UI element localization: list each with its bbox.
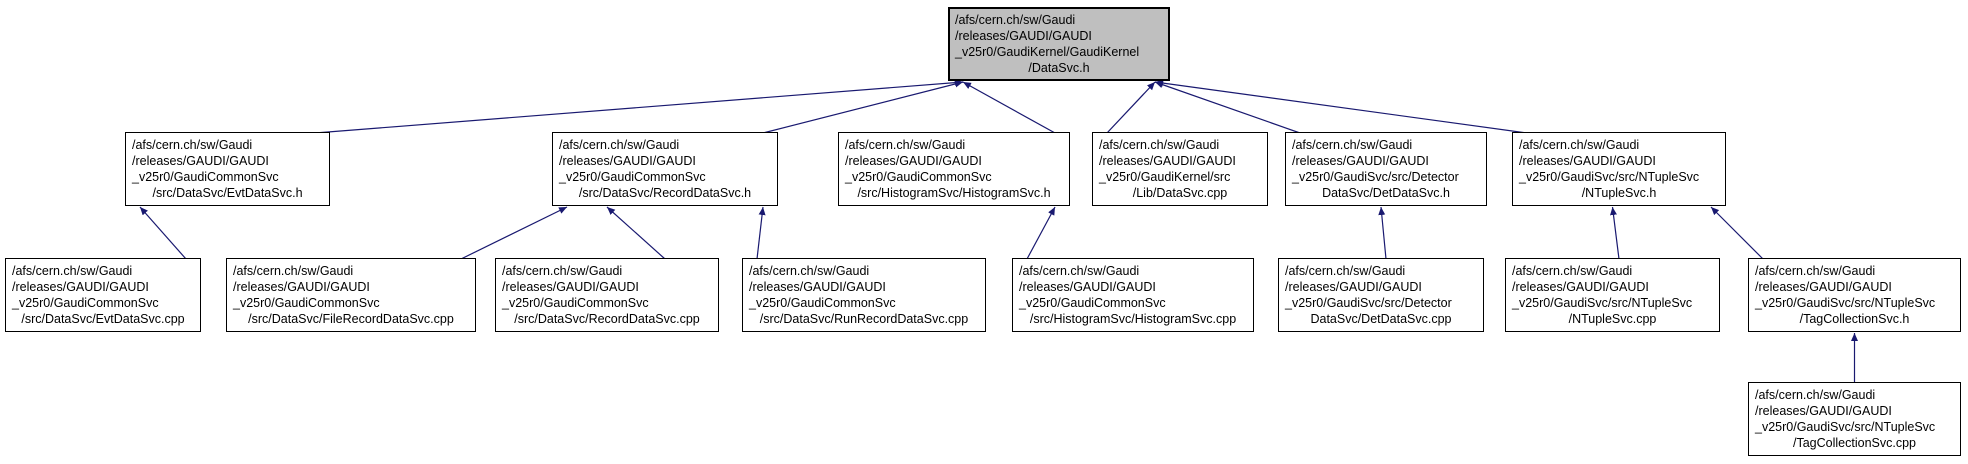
node-label-line: _v25r0/GaudiCommonSvc [502,296,649,310]
node-label-line: DataSvc/DetDataSvc.cpp [1310,312,1452,326]
dependency-edges [139,79,1858,383]
node-label-line: /NTupleSvc.cpp [1568,312,1657,326]
node-label-line: /NTupleSvc.h [1581,186,1657,200]
node-label-line: /Lib/DataSvc.cpp [1132,186,1228,200]
edge-detdatasvc-cpp-to-detdatasvc-h [1378,206,1387,260]
edge-tagcollectionsvc-h-to-ntuplesvc-h [1710,206,1764,260]
graph-node-detdatasvc-h[interactable]: /afs/cern.ch/sw/Gaudi/releases/GAUDI/GAU… [1285,132,1487,206]
node-label-line: /afs/cern.ch/sw/Gaudi [1292,138,1413,152]
graph-node-runrecorddatasvc-cpp[interactable]: /afs/cern.ch/sw/Gaudi/releases/GAUDI/GAU… [742,258,986,332]
edge-recorddatasvc-h-to-kernel-datasvc-h [762,80,964,134]
node-label-line: _v25r0/GaudiCommonSvc [1019,296,1166,310]
node-label-line: /releases/GAUDI/GAUDI [233,280,370,294]
node-label-line: _v25r0/GaudiCommonSvc [132,170,279,184]
graph-node-evtdatasvc-cpp[interactable]: /afs/cern.ch/sw/Gaudi/releases/GAUDI/GAU… [5,258,201,332]
node-label-line: /afs/cern.ch/sw/Gaudi [502,264,623,278]
node-label-line: _v25r0/GaudiSvc/src/NTupleSvc [1755,296,1936,310]
node-label-line: /afs/cern.ch/sw/Gaudi [12,264,133,278]
node-label-line: _v25r0/GaudiSvc/src/NTupleSvc [1512,296,1693,310]
edge-runrecorddatasvc-cpp-to-recorddatasvc-h [756,206,766,260]
node-label-line: _v25r0/GaudiSvc/src/NTupleSvc [1519,170,1700,184]
node-label-line: /TagCollectionSvc.cpp [1793,436,1916,450]
node-label-line: /releases/GAUDI/GAUDI [955,29,1092,43]
edge-evtdatasvc-cpp-to-evtdatasvc-h [139,206,187,260]
node-label-line: /releases/GAUDI/GAUDI [1285,280,1422,294]
edge-evtdatasvc-h-to-kernel-datasvc-h [314,79,964,134]
node-label-line: _v25r0/GaudiCommonSvc [559,170,706,184]
node-label-line: /src/HistogramSvc/HistogramSvc.h [857,186,1051,200]
node-label-line: DataSvc/DetDataSvc.h [1322,186,1450,200]
edge-lib-datasvc-cpp-to-kernel-datasvc-h [1106,81,1156,134]
graph-node-recorddatasvc-h[interactable]: /afs/cern.ch/sw/Gaudi/releases/GAUDI/GAU… [552,132,778,206]
node-label-line: /afs/cern.ch/sw/Gaudi [1019,264,1140,278]
graph-node-ntuplesvc-cpp[interactable]: /afs/cern.ch/sw/Gaudi/releases/GAUDI/GAU… [1505,258,1720,332]
node-label-line: _v25r0/GaudiSvc/src/NTupleSvc [1755,420,1936,434]
graph-node-tagcollectionsvc-h[interactable]: /afs/cern.ch/sw/Gaudi/releases/GAUDI/GAU… [1748,258,1961,332]
node-label-line: /afs/cern.ch/sw/Gaudi [1512,264,1633,278]
node-label-line: _v25r0/GaudiKernel/GaudiKernel [955,45,1140,59]
node-label-line: /releases/GAUDI/GAUDI [1755,280,1892,294]
node-label-line: /src/DataSvc/EvtDataSvc.cpp [21,312,185,326]
node-label-line: /releases/GAUDI/GAUDI [1512,280,1649,294]
graph-node-filerecorddatasvc-cpp[interactable]: /afs/cern.ch/sw/Gaudi/releases/GAUDI/GAU… [226,258,476,332]
graph-node-histogramsvc-cpp[interactable]: /afs/cern.ch/sw/Gaudi/releases/GAUDI/GAU… [1012,258,1254,332]
node-label-line: /afs/cern.ch/sw/Gaudi [845,138,966,152]
node-label-line: /releases/GAUDI/GAUDI [559,154,696,168]
edge-histogramsvc-h-to-kernel-datasvc-h [962,81,1056,134]
node-label-line: /releases/GAUDI/GAUDI [1099,154,1236,168]
node-label-line: /src/HistogramSvc/HistogramSvc.cpp [1029,312,1237,326]
node-label-line: /releases/GAUDI/GAUDI [12,280,149,294]
node-label-line: /afs/cern.ch/sw/Gaudi [559,138,680,152]
graph-node-histogramsvc-h[interactable]: /afs/cern.ch/sw/Gaudi/releases/GAUDI/GAU… [838,132,1070,206]
edge-ntuplesvc-h-to-kernel-datasvc-h [1154,79,1528,134]
graph-node-tagcollectionsvc-cpp[interactable]: /afs/cern.ch/sw/Gaudi/releases/GAUDI/GAU… [1748,382,1961,456]
node-label-line: _v25r0/GaudiCommonSvc [12,296,159,310]
node-label-line: /afs/cern.ch/sw/Gaudi [233,264,354,278]
node-label-line: /afs/cern.ch/sw/Gaudi [132,138,253,152]
edge-detdatasvc-h-to-kernel-datasvc-h [1154,81,1301,134]
node-label-line: /src/DataSvc/EvtDataSvc.h [152,186,303,200]
node-label-line: _v25r0/GaudiKernel/src [1099,170,1231,184]
node-label-line: /src/DataSvc/RunRecordDataSvc.cpp [759,312,969,326]
node-label-line: /releases/GAUDI/GAUDI [132,154,269,168]
graph-node-lib-datasvc-cpp[interactable]: /afs/cern.ch/sw/Gaudi/releases/GAUDI/GAU… [1092,132,1268,206]
node-label-line: _v25r0/GaudiSvc/src/Detector [1285,296,1452,310]
node-label-line: /afs/cern.ch/sw/Gaudi [1099,138,1220,152]
edge-filerecorddatasvc-cpp-to-recorddatasvc-h [460,206,568,260]
graph-node-detdatasvc-cpp[interactable]: /afs/cern.ch/sw/Gaudi/releases/GAUDI/GAU… [1278,258,1484,332]
node-label-line: /afs/cern.ch/sw/Gaudi [1519,138,1640,152]
node-label-line: /releases/GAUDI/GAUDI [1292,154,1429,168]
node-label-line: /src/DataSvc/RecordDataSvc.cpp [514,312,700,326]
node-label-line: /afs/cern.ch/sw/Gaudi [1755,264,1876,278]
graph-node-ntuplesvc-h[interactable]: /afs/cern.ch/sw/Gaudi/releases/GAUDI/GAU… [1512,132,1726,206]
node-label-line: /src/DataSvc/RecordDataSvc.h [578,186,752,200]
node-label-line: _v25r0/GaudiSvc/src/Detector [1292,170,1459,184]
node-label-line: /releases/GAUDI/GAUDI [1519,154,1656,168]
node-label-line: /afs/cern.ch/sw/Gaudi [749,264,870,278]
node-label-line: /releases/GAUDI/GAUDI [749,280,886,294]
node-label-line: /src/DataSvc/FileRecordDataSvc.cpp [248,312,454,326]
node-label-line: /releases/GAUDI/GAUDI [502,280,639,294]
node-label-line: /releases/GAUDI/GAUDI [1755,404,1892,418]
edge-recorddatasvc-cpp-to-recorddatasvc-h [606,206,666,260]
node-label-line: /afs/cern.ch/sw/Gaudi [1755,388,1876,402]
node-label-line: /TagCollectionSvc.h [1799,312,1910,326]
edge-histogramsvc-cpp-to-histogramsvc-h [1026,206,1056,260]
node-label-line: /releases/GAUDI/GAUDI [1019,280,1156,294]
graph-node-evtdatasvc-h[interactable]: /afs/cern.ch/sw/Gaudi/releases/GAUDI/GAU… [125,132,330,206]
graph-node-recorddatasvc-cpp[interactable]: /afs/cern.ch/sw/Gaudi/releases/GAUDI/GAU… [495,258,719,332]
node-label-line: /releases/GAUDI/GAUDI [845,154,982,168]
node-label-line: /afs/cern.ch/sw/Gaudi [1285,264,1406,278]
node-label-line: /DataSvc.h [1028,61,1090,75]
graph-node-kernel-datasvc-h[interactable]: /afs/cern.ch/sw/Gaudi/releases/GAUDI/GAU… [948,7,1170,81]
node-label-line: /afs/cern.ch/sw/Gaudi [955,13,1076,27]
edge-ntuplesvc-cpp-to-ntuplesvc-h [1610,206,1620,260]
node-label-line: _v25r0/GaudiCommonSvc [749,296,896,310]
node-label-line: _v25r0/GaudiCommonSvc [233,296,380,310]
node-label-line: _v25r0/GaudiCommonSvc [845,170,992,184]
